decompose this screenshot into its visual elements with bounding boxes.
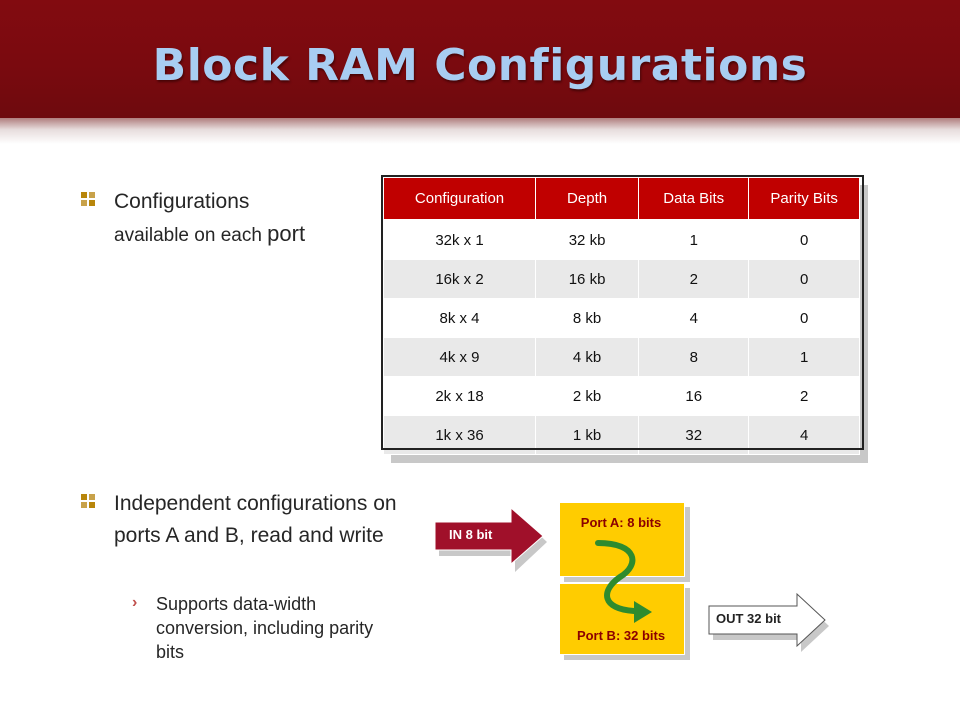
table-cell: 0 [748, 259, 860, 299]
title-bar [0, 0, 960, 118]
in-arrow [434, 506, 547, 572]
table-row: 32k x 1 32 kb 1 0 [382, 219, 860, 260]
bullet-independent-configurations: Independent configurations on ports A an… [114, 492, 397, 547]
table-cell: 16k x 2 [382, 259, 537, 299]
table-header-configuration: Configuration [382, 177, 537, 221]
table-cell: 16 [638, 376, 750, 416]
in-arrow-label: IN 8 bit [449, 527, 493, 542]
table-cell: 1 [748, 337, 860, 377]
slide-title: Block RAM Configurations [152, 40, 808, 91]
table-cell: 2 [638, 259, 750, 299]
table-cell: 16 kb [535, 259, 640, 299]
table-header-data-bits: Data Bits [638, 177, 750, 221]
port-b-label: Port B: 32 bits [576, 628, 666, 643]
table-cell: 2 [748, 376, 860, 416]
table-cell: 32 [638, 415, 750, 455]
table-cell: 1 kb [535, 415, 640, 455]
table-row: 2k x 18 2 kb 16 2 [382, 376, 860, 416]
table-cell: 0 [748, 219, 860, 260]
table-cell: 2k x 18 [382, 376, 537, 416]
table-header-row: Configuration Depth Data Bits Parity Bit… [382, 177, 860, 221]
bullet-square-icon [81, 192, 96, 207]
port-b-box [559, 583, 685, 655]
out-arrow-label: OUT 32 bit [716, 611, 782, 626]
sub-bullet-chevron-icon: › [132, 594, 138, 611]
table-cell: 2 kb [535, 376, 640, 416]
table-row: 4k x 9 4 kb 8 1 [382, 337, 860, 377]
configuration-table: Configuration Depth Data Bits Parity Bit… [382, 177, 860, 455]
table-cell: 4 [638, 298, 750, 338]
bullet-square-icon [81, 494, 96, 509]
table-cell: 8 [638, 337, 750, 377]
bullet-configurations-line2-b: port [267, 221, 306, 246]
table-header-depth: Depth [535, 177, 640, 221]
table-cell: 4 kb [535, 337, 640, 377]
port-a-label: Port A: 8 bits [580, 515, 662, 530]
table-cell: 1k x 36 [382, 415, 537, 455]
table-cell: 0 [748, 298, 860, 338]
port-a-box [559, 502, 685, 577]
data-flow-arrow [595, 540, 652, 623]
table-row: 1k x 36 1 kb 32 4 [382, 415, 860, 455]
table-header-parity-bits: Parity Bits [748, 177, 860, 221]
bullet-configurations-line2: available on each port [114, 218, 374, 252]
table-cell: 8k x 4 [382, 298, 537, 338]
table-cell: 32 kb [535, 219, 640, 260]
bullet-configurations: Configurations available on each port [114, 186, 374, 252]
table-cell: 1 [638, 219, 750, 260]
bullet-configurations-line1: Configurations [114, 190, 250, 213]
bullet-configurations-line2-a: available on each [114, 225, 268, 246]
table-cell: 32k x 1 [382, 219, 537, 260]
table-row: 16k x 2 16 kb 2 0 [382, 259, 860, 299]
table-cell: 8 kb [535, 298, 640, 338]
out-arrow [708, 592, 829, 652]
table-row: 8k x 4 8 kb 4 0 [382, 298, 860, 338]
sub-bullet-data-width: Supports data-width conversion, includin… [156, 594, 374, 662]
title-bar-shadow [0, 118, 960, 144]
table-cell: 4 [748, 415, 860, 455]
table-cell: 4k x 9 [382, 337, 537, 377]
